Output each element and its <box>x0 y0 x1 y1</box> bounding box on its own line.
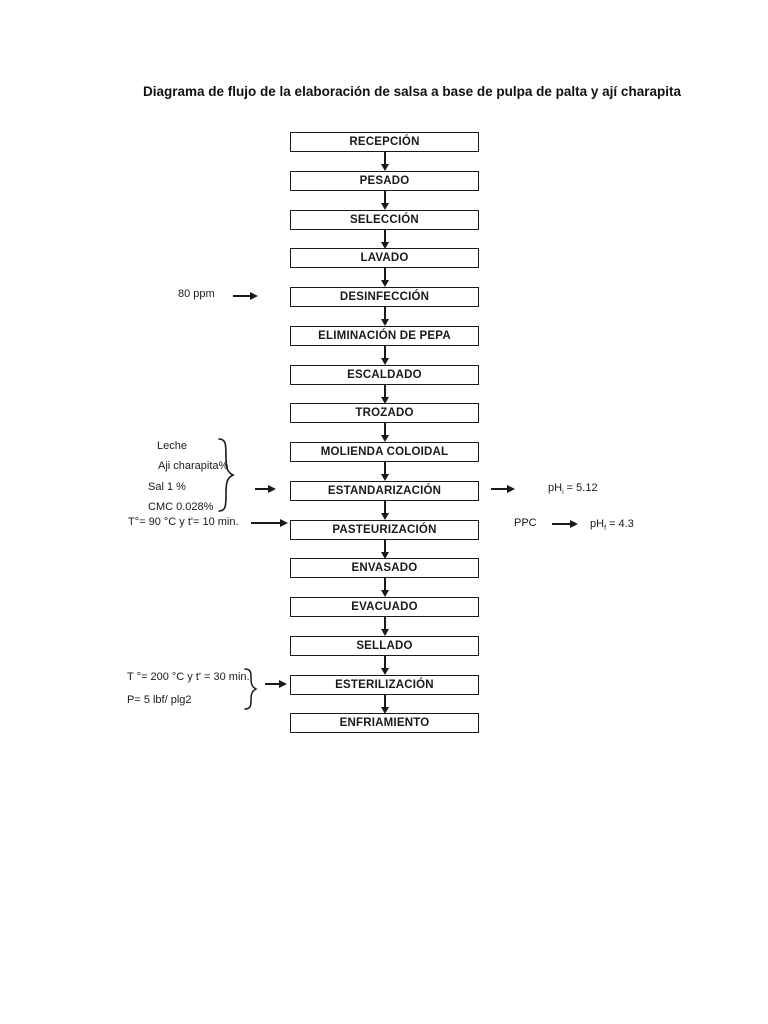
annotation-ingredient-cmc: CMC 0.028% <box>148 501 214 513</box>
annotation-esterilizacion-pressure: P= 5 lbf/ plg2 <box>127 694 192 706</box>
flow-arrow-down-icon <box>380 500 389 520</box>
arrow-right-icon <box>233 292 258 299</box>
step-box-14: SELLADO <box>290 635 479 656</box>
annotation-ph-final: pHf = 4.3 <box>590 518 634 533</box>
arrow-right-icon <box>251 519 288 526</box>
annotation-ingredient-leche: Leche <box>157 440 187 452</box>
arrow-right-icon <box>552 520 578 527</box>
step-box-4: LAVADO <box>290 248 479 269</box>
flow-arrow-down-icon <box>380 384 389 404</box>
annotation-ingredient-sal: Sal 1 % <box>148 481 186 493</box>
flow-arrow-down-icon <box>380 423 389 443</box>
arrow-right-icon <box>491 485 515 492</box>
step-box-11: PASTEURIZACIÓN <box>290 519 479 540</box>
step-box-16: ENFRIAMIENTO <box>290 713 479 734</box>
step-box-2: PESADO <box>290 170 479 191</box>
curly-brace-icon <box>243 667 258 711</box>
flow-arrow-down-icon <box>380 345 389 365</box>
step-box-5: DESINFECCIÓN <box>290 287 479 307</box>
ph-subscript: f <box>604 525 607 533</box>
ph-label: pH <box>548 482 563 494</box>
flow-arrow-down-icon <box>380 152 389 171</box>
curly-brace-icon <box>217 437 235 513</box>
step-box-7: ESCALDADO <box>290 364 479 385</box>
step-box-3: SELECCIÓN <box>290 209 479 230</box>
arrow-right-icon <box>255 485 276 492</box>
step-box-9: MOLIENDA COLOIDAL <box>290 442 479 462</box>
flow-arrow-down-icon <box>380 578 389 598</box>
annotation-ph-initial: pHi = 5.12 <box>548 482 598 497</box>
ph-label: pH <box>590 518 605 530</box>
flow-arrow-down-icon <box>380 190 389 210</box>
step-box-12: ENVASADO <box>290 558 479 579</box>
ph-value: = 4.3 <box>606 518 634 530</box>
annotation-desinfeccion-dose: 80 ppm <box>178 288 215 300</box>
flow-arrow-down-icon <box>380 307 389 326</box>
flow-arrow-down-icon <box>380 539 389 559</box>
flow-arrow-down-icon <box>380 268 389 288</box>
arrow-right-icon <box>265 680 287 687</box>
annotation-esterilizacion-temp: T °= 200 °C y t' = 30 min. <box>127 671 250 683</box>
ph-subscript: i <box>562 489 564 497</box>
diagram-title: Diagrama de flujo de la elaboración de s… <box>143 84 681 99</box>
step-box-8: TROZADO <box>290 403 479 424</box>
flow-arrow-down-icon <box>380 462 389 481</box>
flow-arrow-down-icon <box>380 229 389 249</box>
annotation-ingredient-aji: Aji charapita% <box>158 460 229 472</box>
flow-arrow-down-icon <box>380 655 389 675</box>
flow-arrow-down-icon <box>380 694 389 714</box>
step-box-1: RECEPCIÓN <box>290 132 479 152</box>
annotation-pasteurizacion-params: T°= 90 °C y t'= 10 min. <box>128 516 239 528</box>
step-box-13: EVACUADO <box>290 597 479 617</box>
step-box-10: ESTANDARIZACIÓN <box>290 480 479 501</box>
ph-value: = 5.12 <box>563 482 598 494</box>
annotation-ppc-label: PPC <box>514 517 537 529</box>
flow-arrow-down-icon <box>380 617 389 636</box>
step-box-6: ELIMINACIÓN DE PEPA <box>290 325 479 346</box>
step-box-15: ESTERILIZACIÓN <box>290 674 479 695</box>
